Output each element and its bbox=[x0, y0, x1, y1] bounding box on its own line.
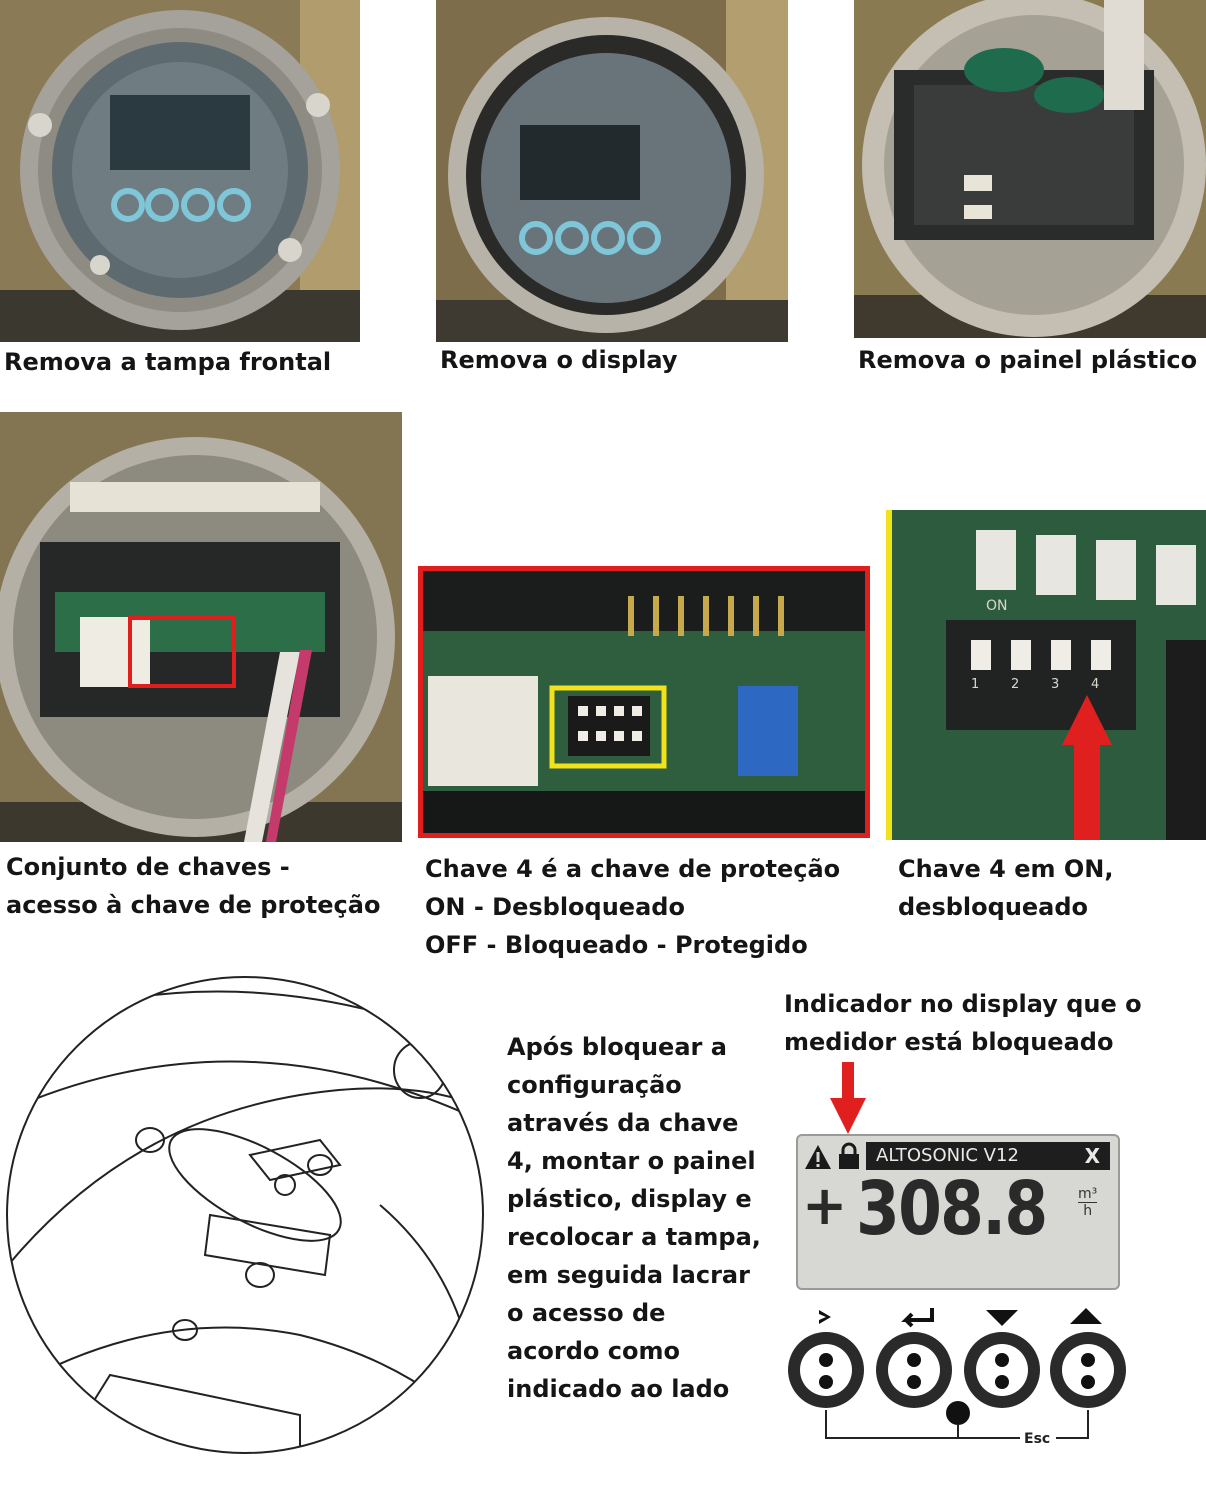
caption-step4: Conjunto de chaves - acesso à chave de p… bbox=[6, 848, 380, 924]
lcd-unit: m³ h bbox=[1078, 1186, 1098, 1219]
instructions-text: Após bloquear a configuração através da … bbox=[507, 1028, 761, 1408]
instructions-line1: Após bloquear a bbox=[507, 1033, 727, 1061]
red-down-arrow-icon bbox=[830, 1062, 866, 1134]
highlight-box-red bbox=[128, 616, 236, 688]
caption-step1: Remova a tampa frontal bbox=[4, 348, 332, 376]
arrow-up-icon bbox=[1070, 1308, 1102, 1324]
lcd-title: ALTOSONIC V12 X bbox=[866, 1142, 1110, 1170]
instructions-line10: indicado ao lado bbox=[507, 1375, 730, 1403]
lock-icon bbox=[839, 1142, 859, 1169]
switch-on-label: ON bbox=[986, 598, 1008, 614]
photo-switch-closeup bbox=[418, 566, 870, 838]
red-arrow-icon bbox=[1062, 695, 1112, 840]
instructions-line9: acordo como bbox=[507, 1337, 680, 1365]
lcd-unit-bottom: h bbox=[1083, 1203, 1093, 1219]
instructions-line4: 4, montar o painel bbox=[507, 1147, 756, 1175]
switch-number-1: 1 bbox=[971, 677, 979, 692]
caption-step5-line2: ON - Desbloqueado bbox=[425, 893, 685, 921]
arrow-down-icon bbox=[986, 1310, 1018, 1326]
instructions-line3: através da chave bbox=[507, 1109, 739, 1137]
switch-number-4: 4 bbox=[1091, 677, 1099, 692]
photo-plastic-panel bbox=[854, 0, 1206, 338]
keypad: Esc bbox=[788, 1308, 1126, 1447]
key-down-button[interactable] bbox=[964, 1332, 1040, 1408]
sensor-dot bbox=[946, 1401, 970, 1425]
warning-icon bbox=[805, 1145, 831, 1169]
caption-indicator-line1: Indicador no display que o bbox=[784, 990, 1142, 1018]
key-right-button[interactable] bbox=[788, 1332, 864, 1408]
photo-switch-assembly bbox=[0, 412, 402, 842]
caption-step4-line1: Conjunto de chaves - bbox=[6, 853, 290, 881]
key-up-button[interactable] bbox=[1050, 1332, 1126, 1408]
switch-number-3: 3 bbox=[1051, 677, 1059, 692]
lcd-close-label: X bbox=[1084, 1144, 1100, 1168]
seal-line-drawing bbox=[0, 975, 490, 1455]
instructions-line2: configuração bbox=[507, 1071, 682, 1099]
enter-icon bbox=[901, 1308, 934, 1328]
caption-step6: Chave 4 em ON, desbloqueado bbox=[898, 850, 1113, 926]
caption-step6-line1: Chave 4 em ON, bbox=[898, 855, 1114, 883]
instructions-line8: o acesso de bbox=[507, 1299, 666, 1327]
caption-step6-line2: desbloqueado bbox=[898, 893, 1089, 921]
lcd-display: ALTOSONIC V12 X + 308.8 m³ h bbox=[796, 1134, 1120, 1290]
photo-front-cover bbox=[0, 0, 360, 342]
key-enter-button[interactable] bbox=[876, 1332, 952, 1408]
caption-indicator: Indicador no display que o medidor está … bbox=[784, 985, 1142, 1061]
highlight-box-yellow bbox=[549, 685, 667, 769]
lcd-title-text: ALTOSONIC V12 bbox=[876, 1145, 1019, 1166]
arrow-right-icon bbox=[819, 1310, 831, 1324]
caption-indicator-line2: medidor está bloqueado bbox=[784, 1028, 1114, 1056]
esc-label: Esc bbox=[1024, 1431, 1050, 1447]
caption-step5-line1: Chave 4 é a chave de proteção bbox=[425, 855, 841, 883]
lcd-title-bar: ALTOSONIC V12 X bbox=[804, 1142, 1110, 1170]
instructions-line7: em seguida lacrar bbox=[507, 1261, 750, 1289]
caption-step4-line2: acesso à chave de proteção bbox=[6, 891, 381, 919]
instructions-line5: plástico, display e bbox=[507, 1185, 752, 1213]
switch-number-2: 2 bbox=[1011, 677, 1019, 692]
photo-switch-on: 1 2 3 4 ON bbox=[886, 510, 1206, 840]
esc-bracket bbox=[825, 1410, 1089, 1439]
caption-step5-line3: OFF - Bloqueado - Protegido bbox=[425, 931, 808, 959]
photo-display-module bbox=[436, 0, 788, 342]
caption-step2: Remova o display bbox=[440, 346, 678, 374]
lcd-sign: + bbox=[802, 1174, 848, 1237]
caption-step5: Chave 4 é a chave de proteção ON - Desbl… bbox=[425, 850, 840, 964]
lcd-unit-top: m³ bbox=[1078, 1186, 1098, 1203]
instructions-line6: recolocar a tampa, bbox=[507, 1223, 761, 1251]
caption-step3: Remova o painel plástico bbox=[858, 346, 1198, 374]
lcd-value: 308.8 bbox=[856, 1166, 1048, 1252]
